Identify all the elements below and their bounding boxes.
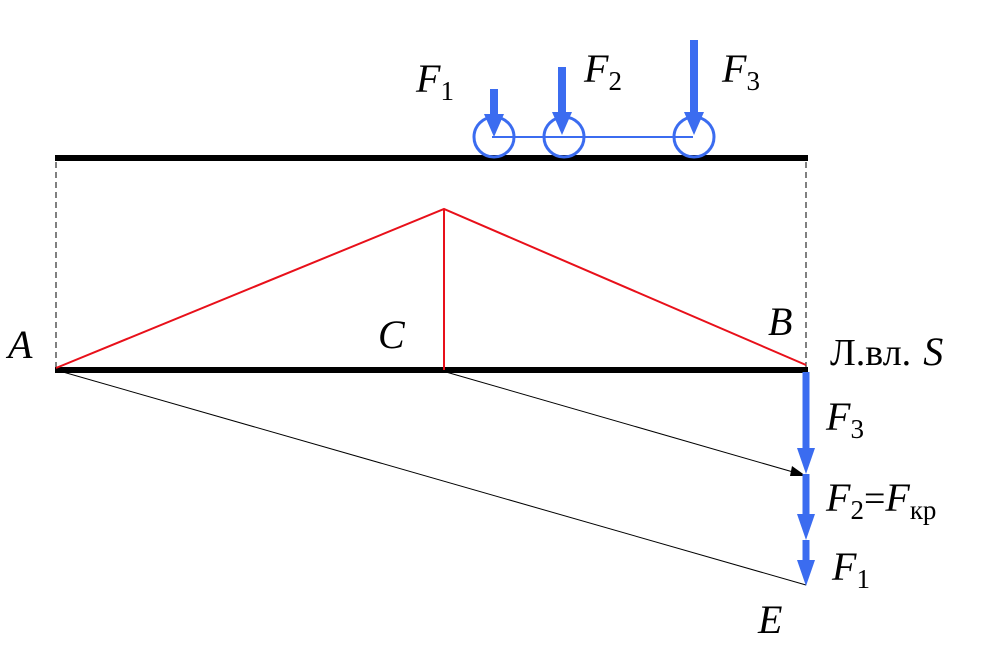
force-polygon-f2 <box>797 474 815 540</box>
construction-arrowhead <box>790 466 806 476</box>
label-a: A <box>5 322 33 367</box>
label-force-f1-top: F1 <box>415 56 454 106</box>
label-e: E <box>757 597 782 642</box>
influence-line-label: Л.вл. S <box>830 329 943 374</box>
label-force-f3-polygon: F3 <box>825 394 864 444</box>
label-c: C <box>378 312 406 357</box>
force-polygon-f3 <box>797 372 815 474</box>
label-force-f2-top: F2 <box>583 46 622 96</box>
label-b: B <box>768 299 792 344</box>
construction-line-ae <box>55 369 807 586</box>
force-arrow-f3 <box>684 40 704 135</box>
construction-line-c <box>445 371 801 475</box>
force-arrow-f2 <box>552 67 572 135</box>
label-force-f1-polygon: F1 <box>831 544 870 594</box>
force-polygon-f1 <box>797 540 815 586</box>
influence-line-triangle <box>55 207 807 369</box>
label-force-f2-polygon: F2=Fкр <box>825 475 936 525</box>
label-force-f3-top: F3 <box>721 46 760 96</box>
force-arrow-f1 <box>484 89 504 137</box>
